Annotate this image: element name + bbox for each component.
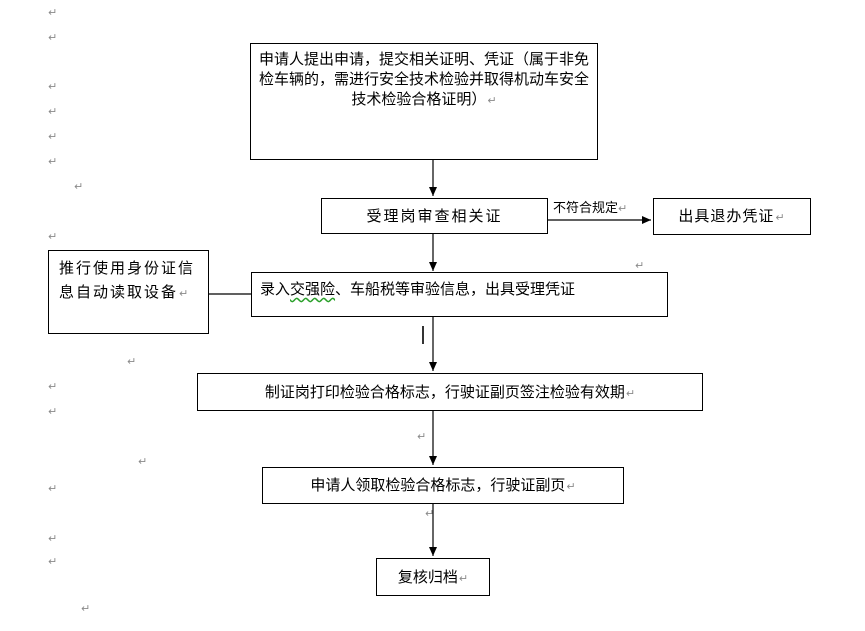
- step-apply-box: 申请人提出申请，提交相关证明、凭证（属于非免检车辆的，需进行安全技术检验并取得机…: [250, 43, 598, 160]
- paragraph-mark: ↵: [48, 155, 58, 168]
- paragraph-mark: ↵: [48, 80, 58, 93]
- paragraph-mark: ↵: [458, 572, 469, 585]
- paragraph-mark: ↵: [48, 31, 58, 44]
- paragraph-mark: ↵: [635, 259, 645, 272]
- paragraph-mark: ↵: [625, 387, 636, 400]
- step-archive-box: 复核归档↵: [376, 558, 490, 596]
- step-print-box: 制证岗打印检验合格标志，行驶证副页签注检验有效期↵: [197, 373, 703, 411]
- paragraph-mark: ↵: [48, 482, 58, 495]
- step-archive-text: 复核归档: [397, 568, 458, 586]
- paragraph-mark: ↵: [48, 6, 58, 19]
- step-reject-text: 出具退办凭证: [678, 207, 775, 225]
- reader-note-box: 推行使用身份证信息自动读取设备↵: [48, 250, 209, 334]
- paragraph-mark: ↵: [48, 532, 58, 545]
- step-collect-box: 申请人领取检验合格标志，行驶证副页↵: [262, 467, 624, 504]
- paragraph-mark: ↵: [81, 602, 91, 615]
- step-collect-text: 申请人领取检验合格标志，行驶证副页: [310, 476, 566, 494]
- paragraph-mark: ↵: [179, 287, 191, 300]
- paragraph-mark: ↵: [618, 202, 628, 215]
- paragraph-mark: ↵: [138, 455, 148, 468]
- paragraph-mark: ↵: [48, 555, 58, 568]
- step-apply-text: 申请人提出申请，提交相关证明、凭证（属于非免检车辆的，需进行安全技术检验并取得机…: [259, 50, 590, 108]
- paragraph-mark: ↵: [48, 380, 58, 393]
- paragraph-mark: ↵: [48, 130, 58, 143]
- paragraph-mark: ↵: [127, 355, 137, 368]
- step-review-box: 受理岗审查相关证: [321, 198, 548, 234]
- step-enter-text-b: 交强险: [290, 280, 336, 298]
- paragraph-mark: ↵: [425, 507, 435, 520]
- paragraph-mark: ↵: [775, 211, 786, 224]
- step-enter-text-a: 录入: [260, 280, 291, 298]
- paragraph-mark: ↵: [48, 405, 58, 418]
- paragraph-mark: ↵: [48, 105, 58, 118]
- paragraph-mark: ↵: [487, 94, 497, 107]
- paragraph-mark: ↵: [48, 230, 58, 243]
- step-enter-text-c: 、车船税等审验信息，出具受理凭证: [335, 280, 576, 298]
- reject-label-text: 不符合规定: [553, 201, 619, 216]
- step-review-text: 受理岗审查相关证: [366, 207, 503, 225]
- paragraph-mark: ↵: [74, 180, 84, 193]
- step-reject-box: 出具退办凭证↵: [653, 198, 811, 235]
- reader-note-text: 推行使用身份证信息自动读取设备: [59, 259, 196, 301]
- reject-label: 不符合规定↵: [553, 201, 627, 217]
- paragraph-mark: ↵: [566, 480, 576, 493]
- paragraph-mark: ↵: [417, 430, 427, 443]
- step-enter-box: 录入交强险、车船税等审验信息，出具受理凭证: [251, 272, 668, 317]
- step-print-text: 制证岗打印检验合格标志，行驶证副页签注检验有效期: [264, 383, 625, 401]
